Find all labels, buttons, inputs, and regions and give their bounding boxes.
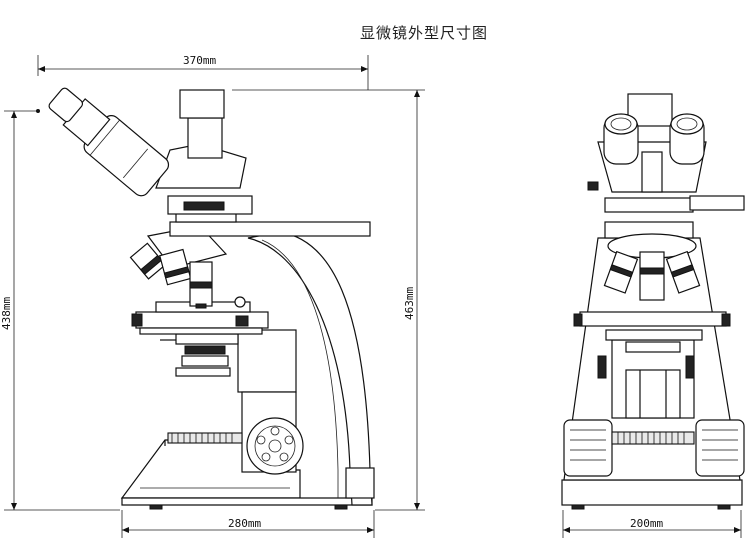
- dimension-height-left: 438mm: [0, 109, 120, 511]
- dimension-height-right: 463mm: [232, 89, 425, 511]
- front-stage: [579, 311, 727, 327]
- side-view: [48, 87, 375, 510]
- dimension-width-top: 370mm: [37, 54, 369, 90]
- camera-port: [179, 89, 225, 119]
- dimension-base-front: 200mm: [562, 510, 742, 538]
- dim-370-label: 370mm: [183, 54, 216, 67]
- front-eyepieces: [603, 113, 705, 165]
- side-arm-top: [169, 221, 371, 237]
- front-knob-left: [563, 419, 613, 477]
- dim-200-label: 200mm: [630, 517, 663, 530]
- trinocular-head: [155, 143, 247, 189]
- diagram-title: 显微镜外型尺寸图: [360, 24, 489, 42]
- front-knob-right: [695, 419, 745, 477]
- front-view: [561, 93, 745, 510]
- dim-463-label: 463mm: [403, 287, 416, 320]
- front-base: [561, 479, 743, 506]
- dimension-base-side: 280mm: [121, 510, 375, 538]
- dim-438-label: 438mm: [0, 297, 13, 330]
- dim-280-label: 280mm: [228, 517, 261, 530]
